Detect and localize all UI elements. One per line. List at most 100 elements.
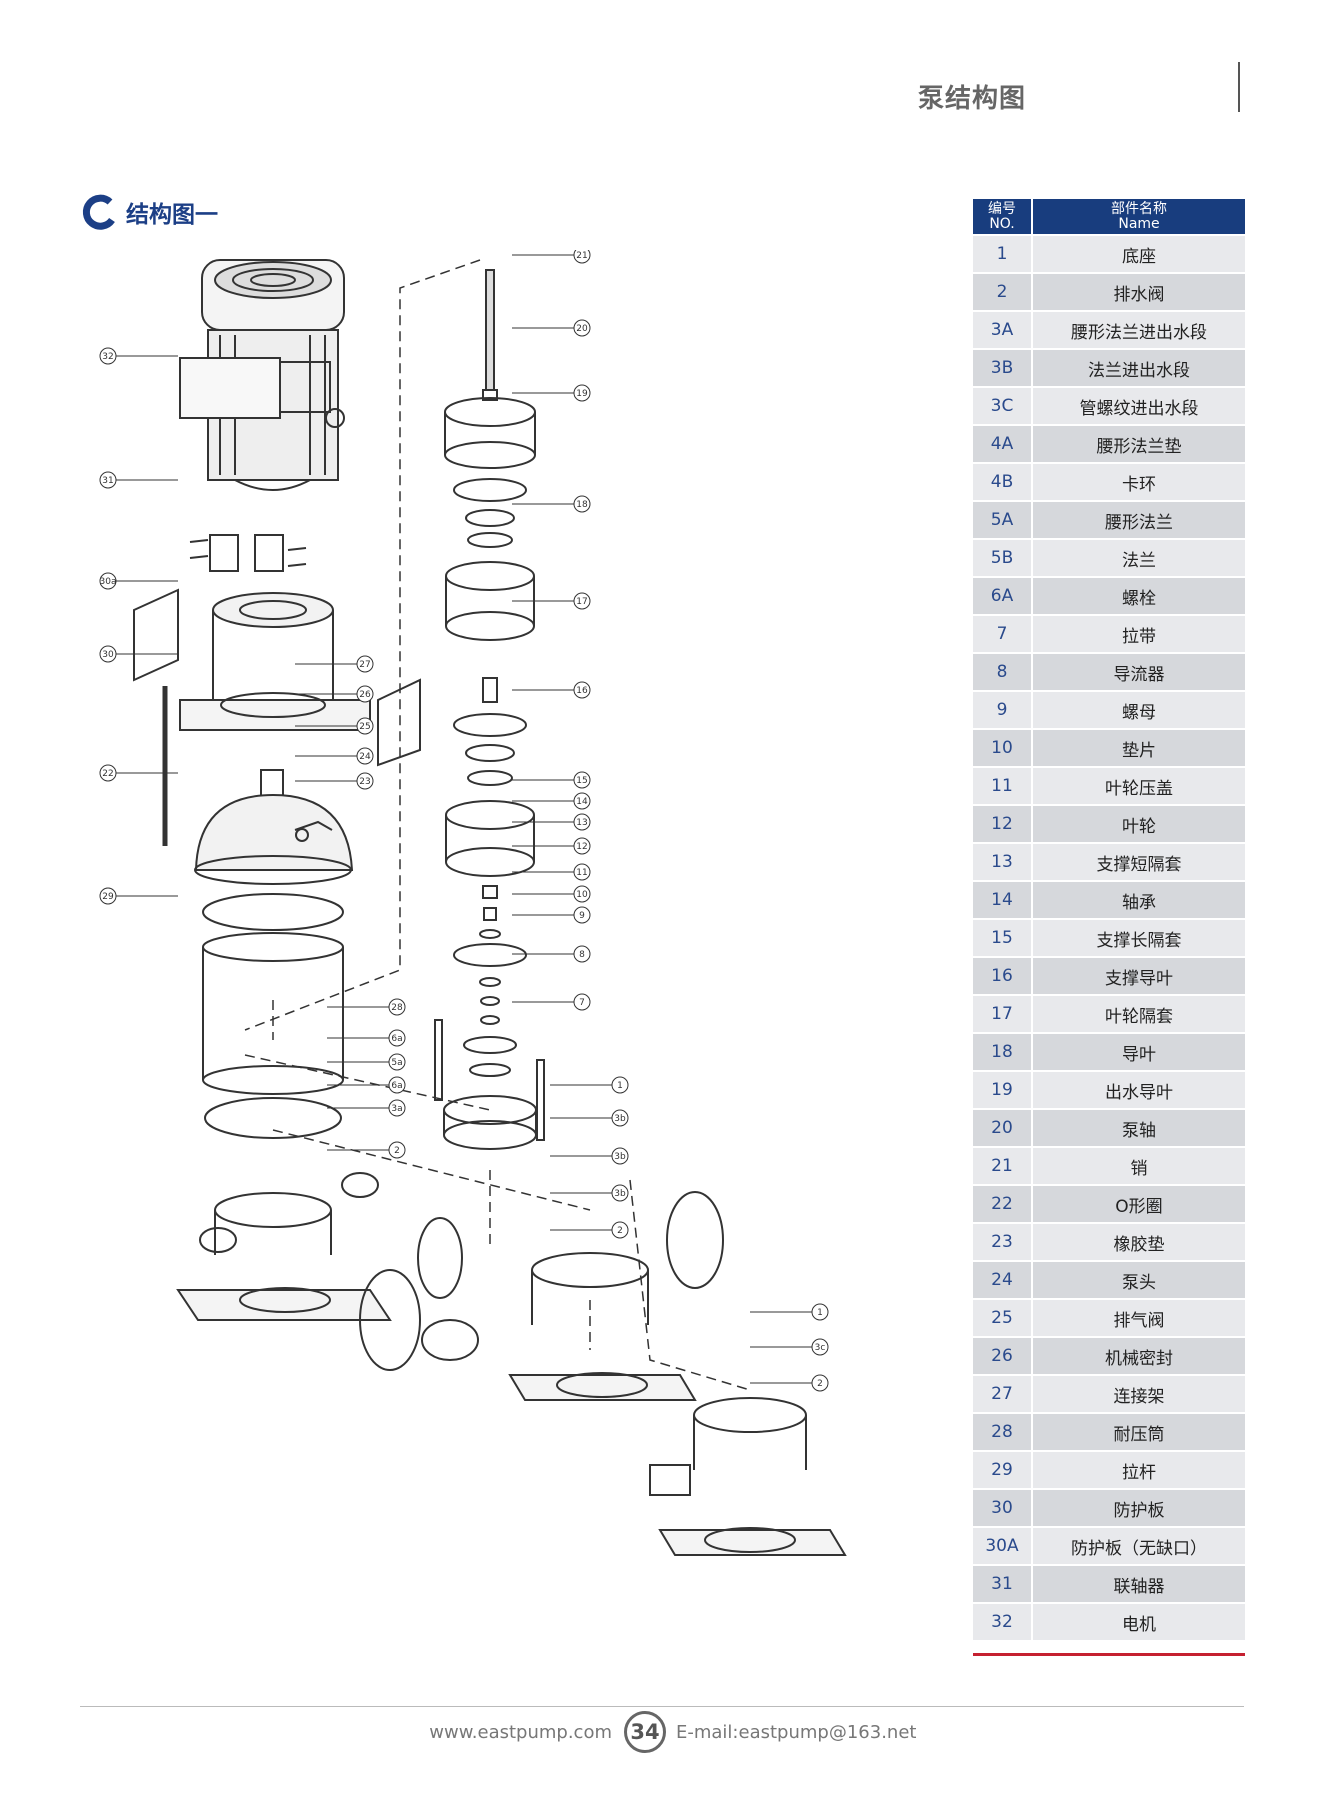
- callout-circle: [99, 347, 117, 365]
- part-name: 导叶: [1033, 1034, 1245, 1070]
- footer-website: www.eastpump.com: [429, 1722, 612, 1743]
- part-name: 泵头: [1033, 1262, 1245, 1298]
- footer-rule: [80, 1706, 1244, 1707]
- callout-circle: [356, 772, 374, 790]
- callout-circle: [99, 572, 117, 590]
- base-variant-a-drawing: [176, 1172, 392, 1321]
- callout-circle: [811, 1303, 829, 1321]
- callout-circle: [99, 764, 117, 782]
- assembly-guide-lines: [244, 259, 751, 1391]
- callout-label: 31: [102, 476, 113, 486]
- callout-label: 14: [576, 797, 588, 807]
- callout-label: 15: [576, 776, 587, 786]
- callout-circle: [573, 885, 591, 903]
- callout-circle: [388, 1099, 406, 1117]
- callout-circle: [573, 945, 591, 963]
- part-name: 法兰: [1033, 540, 1245, 576]
- part-number: 28: [973, 1414, 1033, 1450]
- callout-label: 28: [391, 1003, 403, 1013]
- header-no-en: NO.: [989, 215, 1015, 232]
- callout-label: 1: [617, 1081, 623, 1091]
- part-name: 销: [1033, 1148, 1245, 1184]
- part-name: 垫片: [1033, 730, 1245, 766]
- part-name: 连接架: [1033, 1376, 1245, 1412]
- callout-label: 12: [576, 842, 587, 852]
- section-title-text: 结构图一: [126, 202, 218, 228]
- part-number: 32: [973, 1604, 1033, 1640]
- parts-table-header: 编号 NO. 部件名称 Name: [973, 199, 1245, 234]
- callout-circle: [388, 1141, 406, 1159]
- part-number: 12: [973, 806, 1033, 842]
- part-name: 防护板（无缺口）: [1033, 1528, 1245, 1564]
- part-name: 轴承: [1033, 882, 1245, 918]
- part-number: 10: [973, 730, 1033, 766]
- callout-circle: [573, 592, 591, 610]
- part-name: 管螺纹进出水段: [1033, 388, 1245, 424]
- callout-circle: [573, 837, 591, 855]
- callout-label: 8: [579, 950, 585, 960]
- part-name: 联轴器: [1033, 1566, 1245, 1602]
- callout-label: 5a: [391, 1058, 402, 1068]
- part-name: 卡环: [1033, 464, 1245, 500]
- callout-label: 18: [576, 500, 588, 510]
- callout-circle: [573, 250, 591, 264]
- part-number: 14: [973, 882, 1033, 918]
- header-no-cn: 编号: [988, 200, 1016, 217]
- footer-page-number: 34: [624, 1711, 666, 1753]
- exploded-pump-diagram: 212019181716151413121110987323130a302726…: [99, 250, 847, 1556]
- part-name: 螺母: [1033, 692, 1245, 728]
- part-name: 出水导叶: [1033, 1072, 1245, 1108]
- callout-circle: [388, 1076, 406, 1094]
- part-number: 5A: [973, 502, 1033, 538]
- section-ring-icon: [82, 194, 115, 230]
- callout-label: 16: [576, 686, 588, 696]
- callout-label: 3b: [614, 1189, 626, 1199]
- bracket-drawing: [133, 588, 421, 767]
- part-name: 电机: [1033, 1604, 1245, 1640]
- callout-label: 2: [394, 1146, 400, 1156]
- callout-circle: [356, 747, 374, 765]
- callout-label: 30a: [100, 577, 117, 587]
- part-name: 支撑长隔套: [1033, 920, 1245, 956]
- callout-label: 2: [817, 1379, 823, 1389]
- callout-circle: [573, 319, 591, 337]
- header-name-cell: 部件名称 Name: [1033, 199, 1245, 234]
- callout-layer: 212019181716151413121110987323130a302726…: [99, 250, 829, 1392]
- callout-circle: [573, 906, 591, 924]
- part-number: 26: [973, 1338, 1033, 1374]
- part-number: 27: [973, 1376, 1033, 1412]
- part-number: 19: [973, 1072, 1033, 1108]
- callout-label: 21: [576, 251, 587, 261]
- footer-email: E-mail:eastpump@163.net: [676, 1722, 917, 1743]
- part-name: 支撑导叶: [1033, 958, 1245, 994]
- shaft-stack-drawing: [434, 269, 545, 1150]
- part-name: 导流器: [1033, 654, 1245, 690]
- part-number: 21: [973, 1148, 1033, 1184]
- callout-circle: [573, 681, 591, 699]
- callout-circle: [356, 685, 374, 703]
- part-number: 5B: [973, 540, 1033, 576]
- callout-circle: [99, 887, 117, 905]
- header-no-cell: 编号 NO.: [973, 199, 1033, 234]
- table-bottom-rule: [973, 1653, 1245, 1656]
- header-name-en: Name: [1118, 215, 1160, 232]
- callout-label: 13: [576, 818, 587, 828]
